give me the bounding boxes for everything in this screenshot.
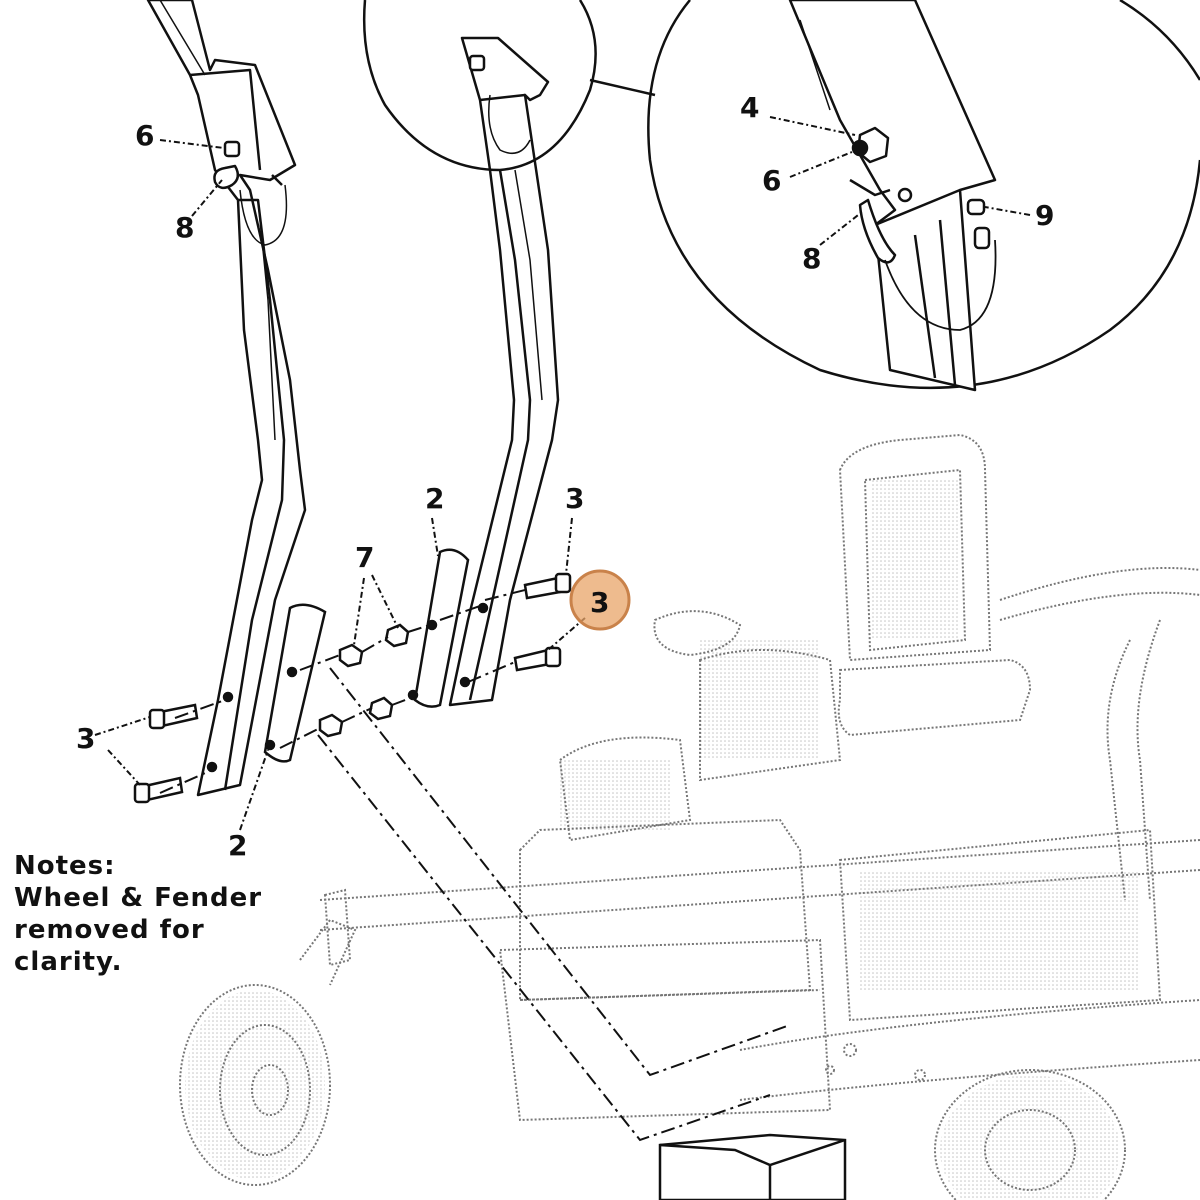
support-block (658, 1133, 847, 1200)
right-handle (448, 36, 560, 707)
highlight-label: 3 (590, 586, 609, 619)
callout-9: 9 (1035, 199, 1054, 232)
callout-8-left: 8 (175, 211, 194, 244)
notes-line-1: Wheel & Fender (14, 883, 263, 913)
nuts (318, 623, 410, 738)
highlighted-callout[interactable]: 3 (569, 569, 631, 631)
callout-6-left: 6 (135, 119, 154, 152)
detail-handle (788, 0, 997, 392)
notes-block: Notes: Wheel & Fender removed for clarit… (14, 850, 262, 978)
callout-6-detail: 6 (762, 164, 781, 197)
callout-2-left: 2 (228, 829, 247, 862)
callout-4: 4 (740, 91, 759, 124)
notes-line-3: clarity. (14, 947, 123, 977)
callouts: 6 8 4 6 9 8 7 2 3 3 2 (76, 91, 1054, 862)
detail-circle-small (362, 0, 656, 172)
leader-lines (94, 116, 1031, 831)
callout-2-right: 2 (425, 482, 444, 515)
notes-heading: Notes: (14, 851, 116, 881)
left-brace-plate (263, 603, 327, 763)
callout-7: 7 (355, 541, 374, 574)
alignment-lines (159, 589, 791, 1142)
bolts (133, 572, 572, 804)
callout-3-right-top: 3 (565, 482, 584, 515)
detail-circle-large (647, 0, 1200, 390)
callout-8-detail: 8 (802, 242, 821, 275)
callout-3-left: 3 (76, 722, 95, 755)
notes-line-2: removed for (14, 915, 205, 945)
mower-shading (185, 480, 1140, 1200)
